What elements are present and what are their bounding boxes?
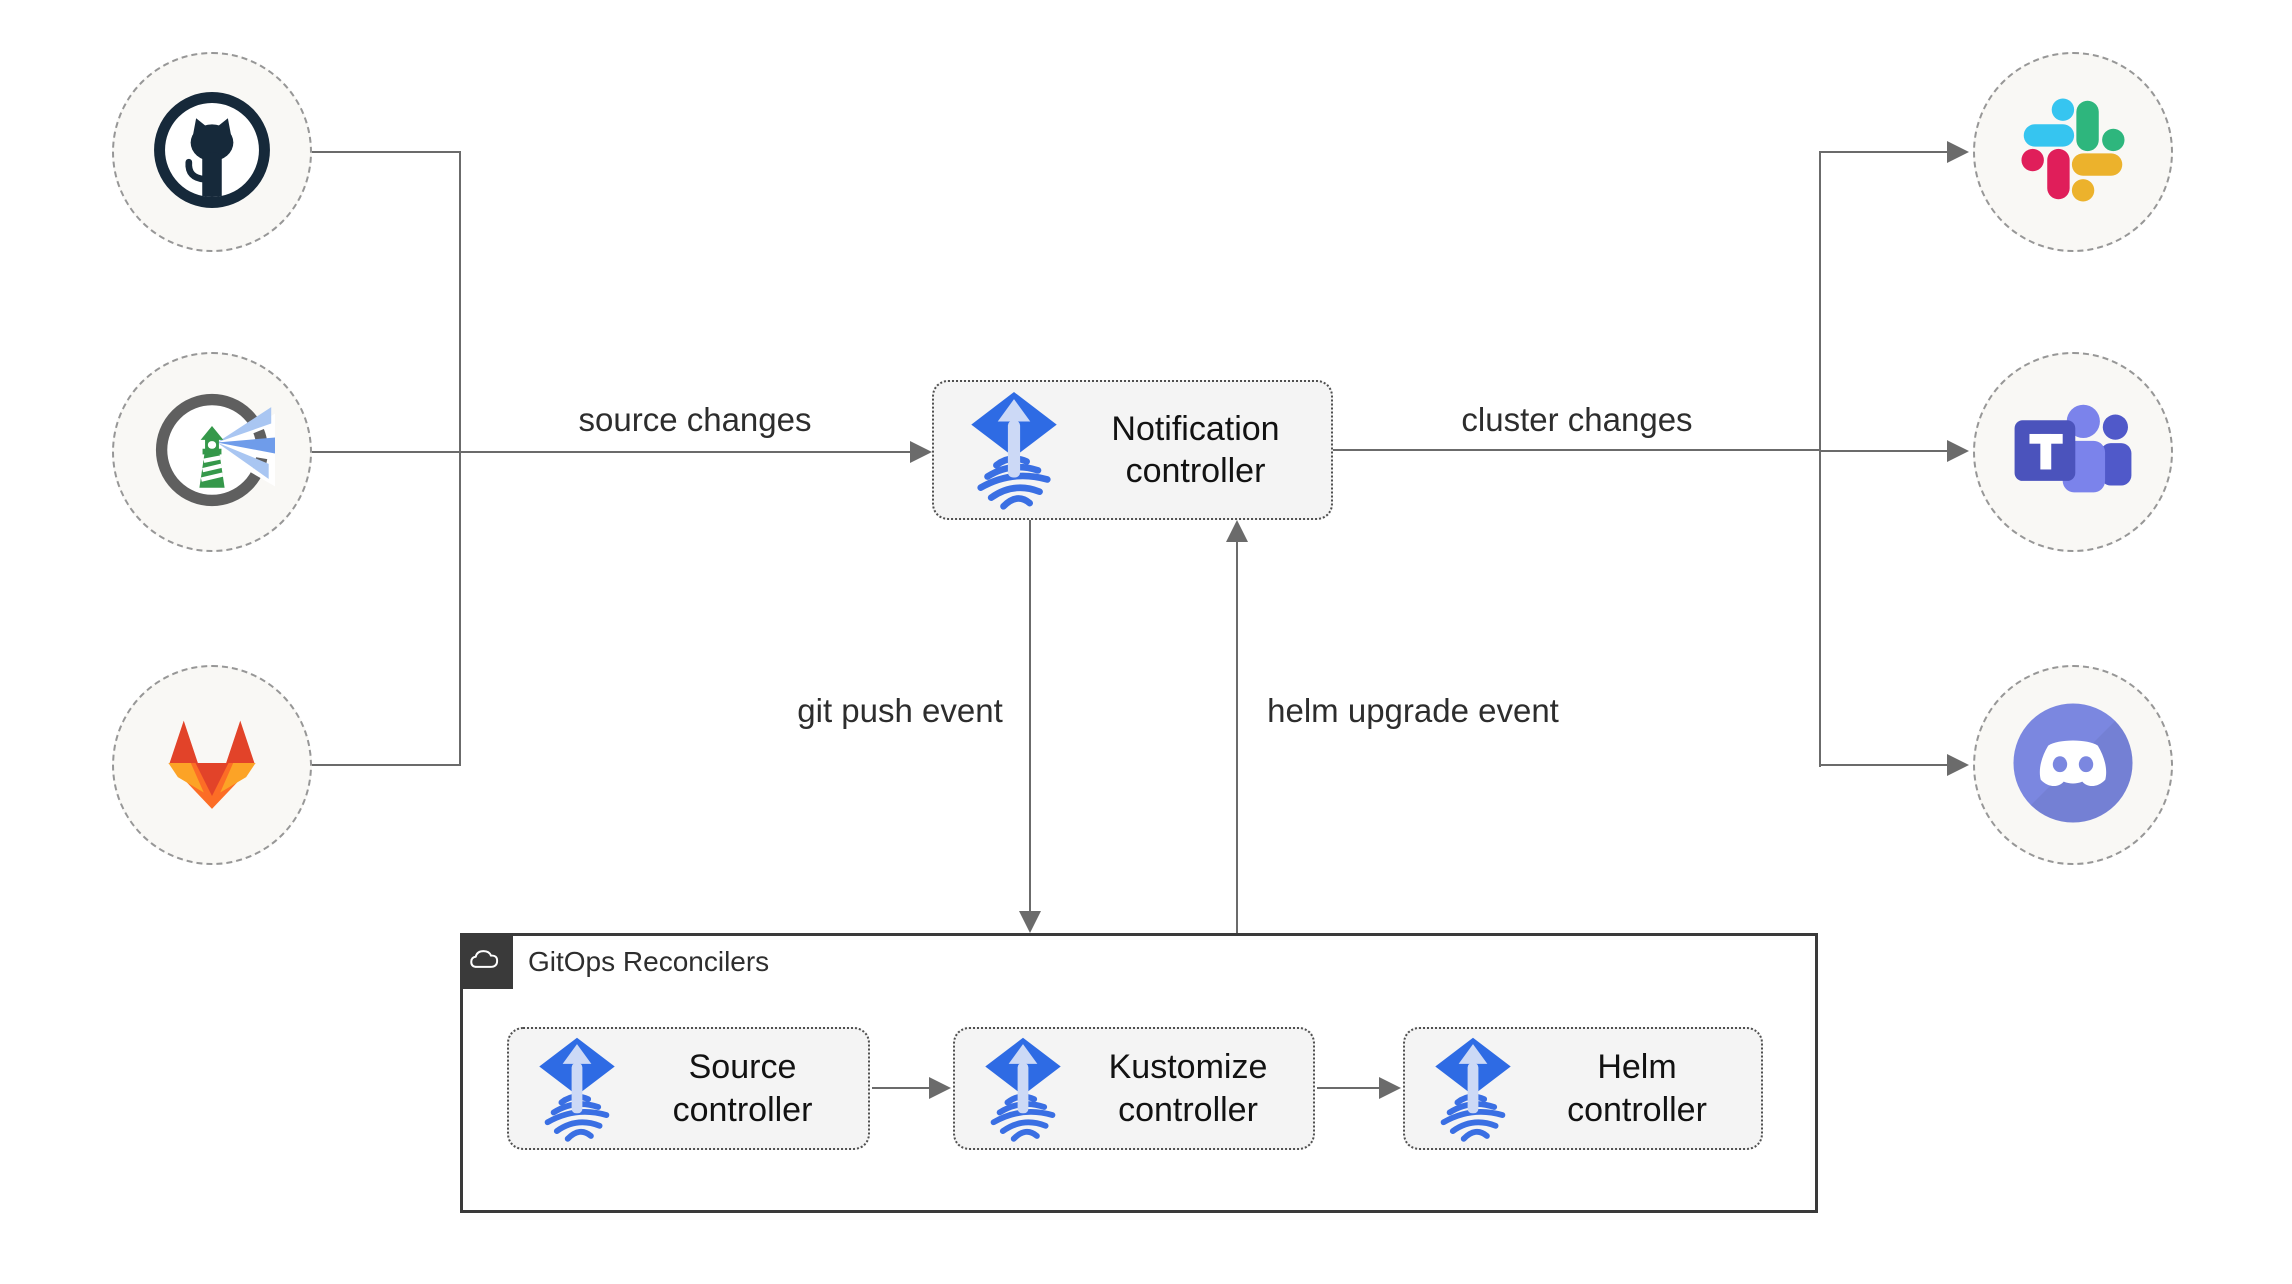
node-discord (1973, 665, 2173, 865)
kustomize-controller-label: Kustomize controller (1108, 1048, 1268, 1129)
edge-kustomize-to-helm-arrowhead (1379, 1077, 1401, 1099)
flux-icon (968, 390, 1060, 510)
edge-discord-arrowhead (1947, 754, 1969, 776)
edge-slack-line (1820, 151, 1949, 153)
flux-icon (1433, 1036, 1513, 1142)
gitops-reconcilers-badge (460, 933, 513, 989)
edge-label-helm-upgrade-event: helm upgrade event (1267, 692, 1559, 729)
edge-git-push-arrowhead (1019, 911, 1041, 933)
ms-teams-icon (2010, 392, 2136, 513)
edge-helm-upgrade-line (1236, 541, 1238, 933)
gitops-reconcilers-title: GitOps Reconcilers (528, 946, 770, 977)
node-kustomize-controller: Kustomize controller (953, 1027, 1315, 1150)
edge-source-to-kustomize-line (872, 1087, 932, 1089)
edge-slack-arrowhead (1947, 141, 1969, 163)
node-harbor (112, 352, 312, 552)
edge-github-line (312, 151, 460, 153)
slack-icon (2017, 94, 2129, 211)
node-slack (1973, 52, 2173, 252)
edge-helm-upgrade-arrowhead (1226, 520, 1248, 542)
edge-git-push-line (1029, 520, 1031, 913)
node-ms-teams (1973, 352, 2173, 552)
node-helm-controller: Helm controller (1403, 1027, 1763, 1150)
gitops-reconcilers-container (460, 933, 1818, 1213)
harbor-icon (149, 387, 278, 518)
edge-label-cluster-changes: cluster changes (1461, 401, 1693, 438)
node-source-controller: Source controller (507, 1027, 870, 1150)
node-notification-controller: Notification controller (932, 380, 1333, 520)
edge-cluster-changes-line (1333, 449, 1821, 451)
edge-teams-line (1820, 450, 1949, 452)
edge-source-to-kustomize-arrowhead (929, 1077, 951, 1099)
source-controller-label: Source controller (672, 1048, 813, 1129)
edge-label-source-changes: source changes (578, 401, 812, 438)
github-icon (151, 89, 273, 216)
edge-teams-arrowhead (1947, 440, 1969, 462)
cloud-icon (469, 946, 505, 977)
flux-icon (537, 1036, 617, 1142)
discord-icon (2011, 701, 2135, 830)
helm-controller-label: Helm controller (1567, 1048, 1707, 1129)
edge-kustomize-to-helm-line (1317, 1087, 1381, 1089)
edge-source-changes-line (312, 451, 912, 453)
node-gitlab (112, 665, 312, 865)
edge-gitlab-line (312, 764, 460, 766)
edge-left-bracket-line (459, 151, 461, 766)
edge-right-bracket-line (1819, 151, 1821, 767)
edge-discord-line (1820, 764, 1949, 766)
edge-source-changes-arrowhead (910, 441, 932, 463)
node-github (112, 52, 312, 252)
notification-controller-label: Notification controller (1111, 409, 1280, 490)
gitlab-icon (153, 710, 271, 821)
flux-icon (983, 1036, 1063, 1142)
edge-label-git-push-event: git push event (797, 692, 1003, 729)
